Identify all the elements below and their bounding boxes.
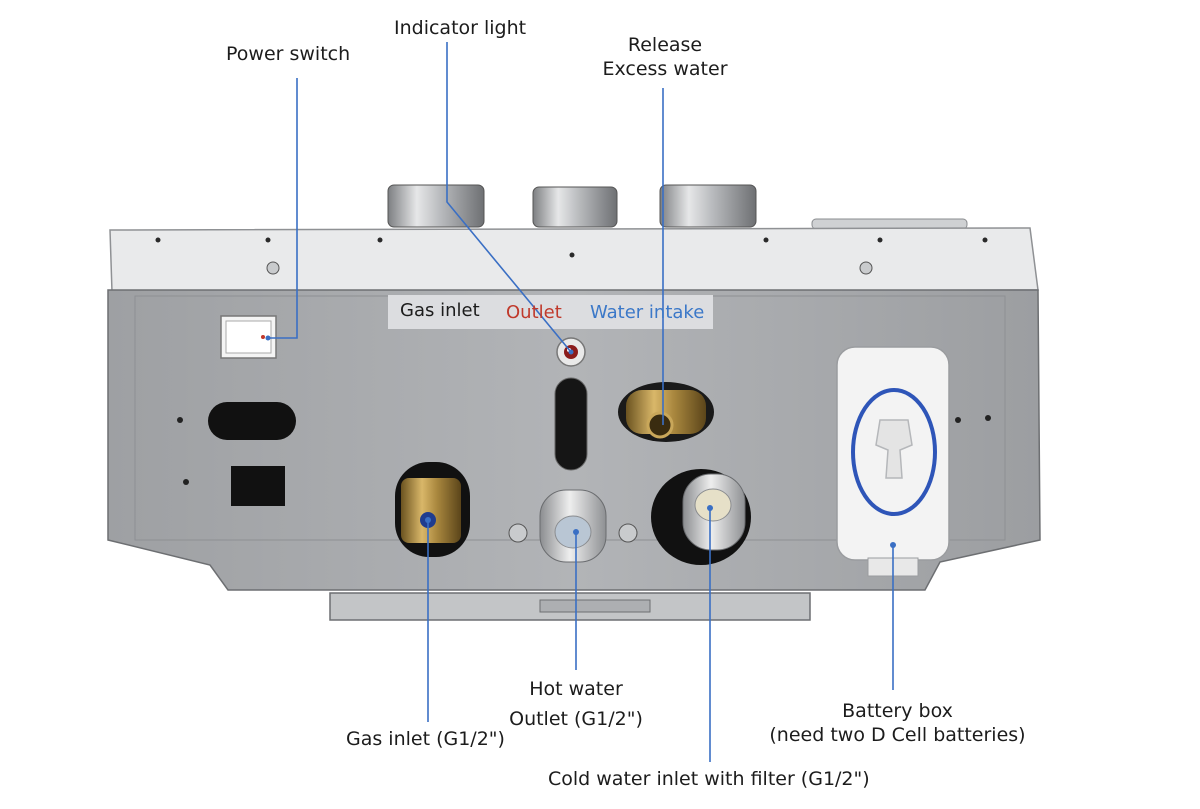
top-plate-holes bbox=[155, 237, 988, 258]
screw-top-right bbox=[859, 261, 873, 275]
indicator-light-callout bbox=[446, 42, 572, 353]
release-label-line1: Release bbox=[627, 34, 703, 56]
release-label: Release Excess water bbox=[600, 33, 730, 81]
top-knobs bbox=[387, 184, 968, 230]
bracket-screw-right bbox=[618, 523, 638, 543]
gas-inlet-callout-dot bbox=[425, 517, 431, 523]
panel-holes bbox=[177, 415, 991, 485]
hot-water-label-line1: Hot water bbox=[529, 678, 623, 700]
power-switch-dot bbox=[261, 335, 265, 339]
release-label-line2: Excess water bbox=[602, 58, 728, 80]
power-switch-label: Power switch bbox=[226, 43, 351, 65]
battery-box-callout-dot bbox=[890, 542, 896, 548]
left-slot bbox=[208, 402, 296, 440]
plate-gas-inlet: Gas inlet bbox=[400, 300, 480, 321]
left-square-hole bbox=[231, 466, 285, 506]
knob-center bbox=[532, 186, 618, 228]
knob-right bbox=[659, 184, 757, 228]
battery-box-knob bbox=[875, 419, 913, 479]
plate-outlet: Outlet bbox=[506, 302, 562, 323]
plate-water-intake: Water intake bbox=[590, 302, 705, 323]
gas-inlet-fitting bbox=[401, 478, 461, 543]
cold-water-callout-dot bbox=[707, 505, 713, 511]
battery-box-label: Battery box (need two D Cell batteries) bbox=[765, 699, 1030, 747]
release-valve-nozzle bbox=[646, 411, 674, 439]
hot-water-label-line2: Outlet (G1/2") bbox=[509, 708, 643, 730]
release-valve-brass bbox=[626, 390, 706, 434]
power-switch-callout bbox=[268, 78, 298, 339]
label-plate bbox=[388, 295, 713, 329]
cold-water-port bbox=[694, 488, 732, 522]
bottom-bracket-slot bbox=[539, 599, 651, 613]
battery-box-label-line1: Battery box bbox=[842, 700, 953, 722]
gas-inlet-label: Gas inlet (G1/2") bbox=[346, 728, 505, 750]
indicator-light-callout-dot bbox=[568, 349, 574, 355]
screw-top-left bbox=[266, 261, 280, 275]
hot-water-callout-dot bbox=[573, 529, 579, 535]
indicator-light-label: Indicator light bbox=[394, 17, 527, 39]
center-slot bbox=[554, 377, 588, 471]
power-switch-callout-dot bbox=[265, 335, 271, 341]
battery-box-ring bbox=[851, 388, 937, 516]
battery-box-label-line2: (need two D Cell batteries) bbox=[769, 724, 1026, 746]
bracket-screw-left bbox=[508, 523, 528, 543]
cold-water-label: Cold water inlet with filter (G1/2") bbox=[548, 768, 870, 790]
hot-water-label: Hot water Outlet (G1/2") bbox=[500, 677, 652, 731]
